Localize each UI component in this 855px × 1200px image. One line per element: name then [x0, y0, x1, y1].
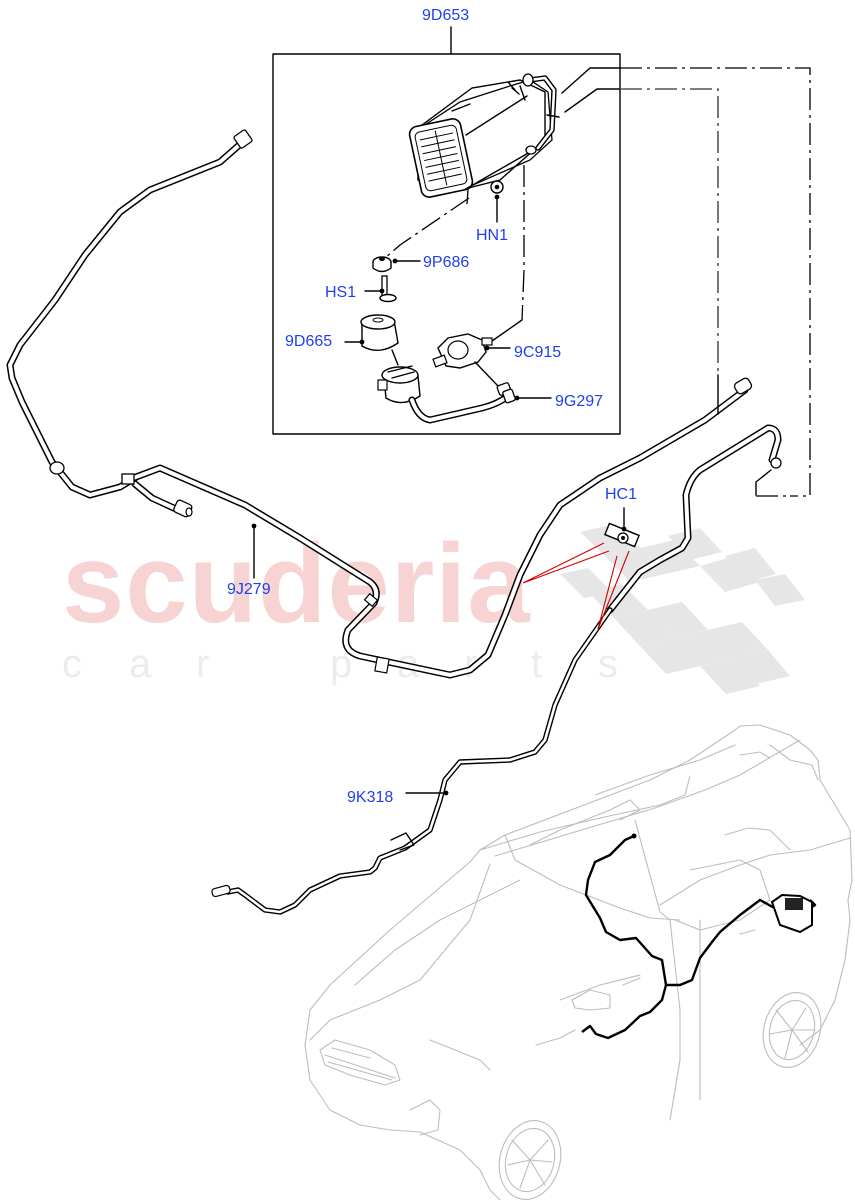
- callout-hn1[interactable]: HN1: [476, 227, 509, 244]
- callout-hs1[interactable]: HS1: [325, 284, 357, 301]
- vapour-line-return: [606, 424, 782, 614]
- watermark-letter: c: [62, 642, 82, 686]
- grommet-9p686: [372, 256, 421, 273]
- watermark-letter: t: [531, 642, 543, 686]
- watermark-letter: p: [330, 642, 353, 686]
- watermark-letter: s: [598, 642, 618, 686]
- vapour-line-9j279: [6, 129, 753, 679]
- watermark-letter: r: [196, 642, 210, 686]
- callout-9p686[interactable]: 9P686: [423, 254, 470, 271]
- filter-9d665: [344, 314, 421, 404]
- clip-hc1: [522, 507, 640, 630]
- callout-9k318[interactable]: 9K318: [347, 789, 394, 806]
- evap-canister: [408, 73, 560, 198]
- stud-hs1: [364, 275, 397, 303]
- nut-hn1: [490, 180, 504, 223]
- watermark-letter: a: [129, 642, 152, 686]
- vehicle-outline: [304, 724, 853, 1200]
- callout-9j279[interactable]: 9J279: [227, 581, 271, 598]
- callout-9g297[interactable]: 9G297: [555, 393, 604, 410]
- canister-group-box: [272, 26, 621, 435]
- hose-9g297: [408, 382, 552, 424]
- purge-valve-9c915: [432, 333, 511, 387]
- vehicle-vapour-routing: [581, 833, 817, 1040]
- callout-9c915[interactable]: 9C915: [514, 344, 562, 361]
- vapour-pipe-9k318: [211, 607, 613, 915]
- callout-9d653[interactable]: 9D653: [422, 7, 470, 24]
- watermark-brand: scuderia: [62, 521, 531, 646]
- callout-hc1[interactable]: HC1: [605, 486, 638, 503]
- phantom-connection-lines: [384, 67, 811, 497]
- callout-9d665[interactable]: 9D665: [285, 333, 333, 350]
